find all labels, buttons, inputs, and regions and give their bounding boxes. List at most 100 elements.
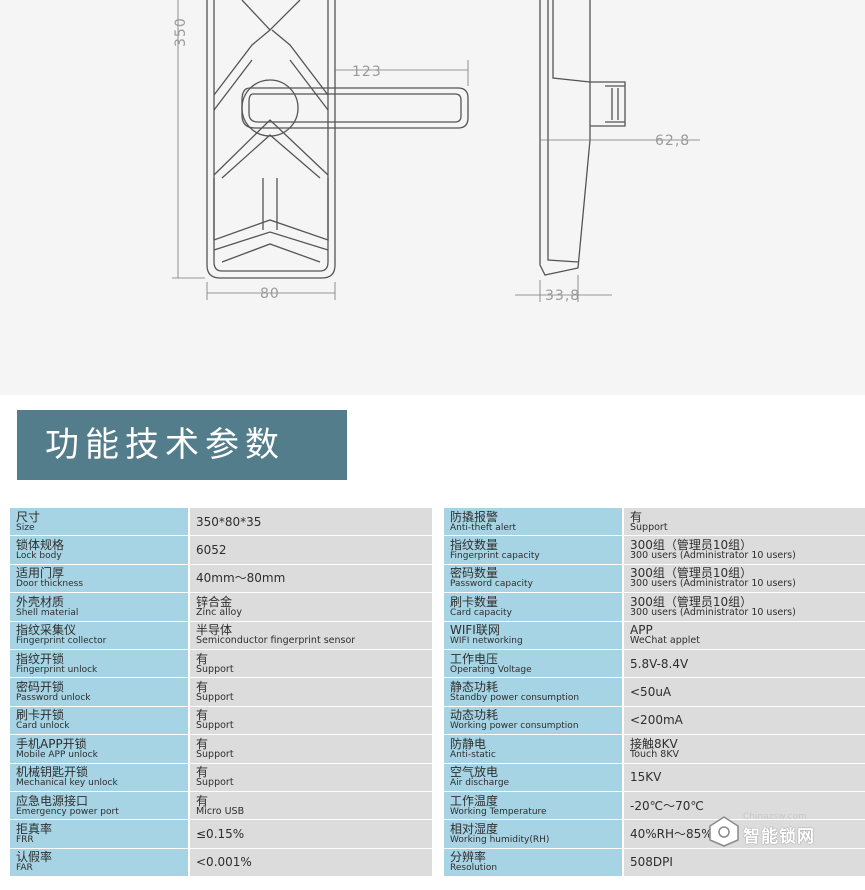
spec-label-en: Working Temperature (450, 806, 547, 817)
spec-value-en: Support (196, 663, 234, 675)
spec-label-cn: 分辨率 (450, 850, 487, 865)
spec-value-cn: <0.001% (196, 855, 252, 870)
spec-value-en: Touch 8KV (630, 748, 680, 760)
spec-label-cn: 机械钥匙开锁 (16, 765, 89, 780)
spec-label-cn: 指纹采集仪 (16, 623, 77, 638)
spec-value-cn: 半导体 (196, 623, 233, 638)
spec-label-en: Working power consumption (450, 721, 579, 732)
spec-label-en: Emergency power port (16, 806, 119, 817)
spec-value-en: Support (630, 521, 668, 533)
spec-label-cn: 尺寸 (16, 509, 41, 524)
spec-label-cn: 指纹开锁 (16, 651, 65, 666)
spec-label-cn: 刷卡开锁 (16, 708, 65, 723)
spec-label-en: Mobile APP unlock (16, 749, 98, 760)
spec-value-cn: APP (630, 623, 653, 638)
watermark-url: Chinazsw.com (743, 812, 807, 822)
spec-value-cn: -20℃～70℃ (630, 798, 704, 813)
spec-label-cn: 锁体规格 (16, 538, 65, 553)
spec-value-cn: 40%RH～85%RH (630, 826, 731, 841)
spec-value-cn: 有 (630, 509, 643, 524)
spec-value: 40%RH～85%RH (624, 820, 865, 848)
dim-handle-label: 123 (352, 64, 382, 80)
spec-value: 300组（管理员10组）300 users (Administrator 10 … (624, 536, 865, 564)
spec-label-en: Operating Voltage (450, 664, 532, 675)
spec-value-cn: 300组（管理员10组） (630, 538, 753, 553)
spec-label-cn: 工作电压 (450, 651, 499, 666)
spec-value-cn: 有 (196, 680, 209, 695)
spec-label-cn: 相对湿度 (450, 821, 499, 836)
spec-label-cn: 认假率 (16, 850, 53, 865)
spec-label-en: Air discharge (450, 778, 510, 789)
spec-value-en: Semiconductor fingerprint sensor (196, 635, 356, 647)
spec-label-cn: 防静电 (450, 736, 487, 751)
spec-value-en: Support (196, 777, 234, 789)
spec-label-en: Shell material (16, 607, 79, 618)
spec-value-cn: 508DPI (630, 855, 673, 870)
spec-label-en: Fingerprint collector (16, 636, 107, 647)
dim-width-label: 80 (260, 286, 280, 302)
spec-label-en: WIFI networking (450, 636, 523, 647)
spec-value-cn: 40mm～80mm (196, 571, 286, 586)
spec-value-cn: 有 (196, 793, 209, 808)
spec-value-cn: 锌合金 (196, 594, 233, 609)
spec-value: <0.001% (190, 848, 432, 877)
watermark: Chinazsw.com 智能锁网 (707, 812, 837, 852)
spec-label-en: Password unlock (16, 693, 91, 704)
spec-label-cn: 静态功耗 (450, 680, 499, 695)
spec-label-cn: 密码开锁 (16, 680, 65, 695)
spec-value: -20℃～70℃ (624, 791, 865, 820)
spec-value: 300组（管理员10组）300 users (Administrator 10 … (624, 564, 865, 593)
spec-label-cn: 应急电源接口 (16, 793, 89, 808)
spec-value-en: Zinc alloy (196, 606, 242, 618)
spec-value-cn: 有 (196, 708, 209, 723)
spec-label-en: Door thickness (16, 579, 84, 590)
spec-label-en: Card unlock (16, 721, 70, 732)
spec-value-cn: 有 (196, 736, 209, 751)
watermark-logo-icon (709, 816, 739, 847)
spec-value-en: 300 users (Administrator 10 users) (630, 550, 796, 562)
spec-value-en: 300 users (Administrator 10 users) (630, 578, 796, 590)
spec-value: ≤0.15% (190, 820, 432, 848)
spec-label-cn: WIFI联网 (450, 623, 500, 638)
spec-label-en: FAR (16, 863, 33, 874)
spec-label-en: Fingerprint unlock (16, 664, 98, 675)
spec-value-cn: 有 (196, 765, 209, 780)
spec-label-en: Resolution (450, 863, 498, 874)
spec-label-cn: 防撬报警 (450, 509, 499, 524)
spec-value-en: 300 users (Administrator 10 users) (630, 606, 796, 618)
